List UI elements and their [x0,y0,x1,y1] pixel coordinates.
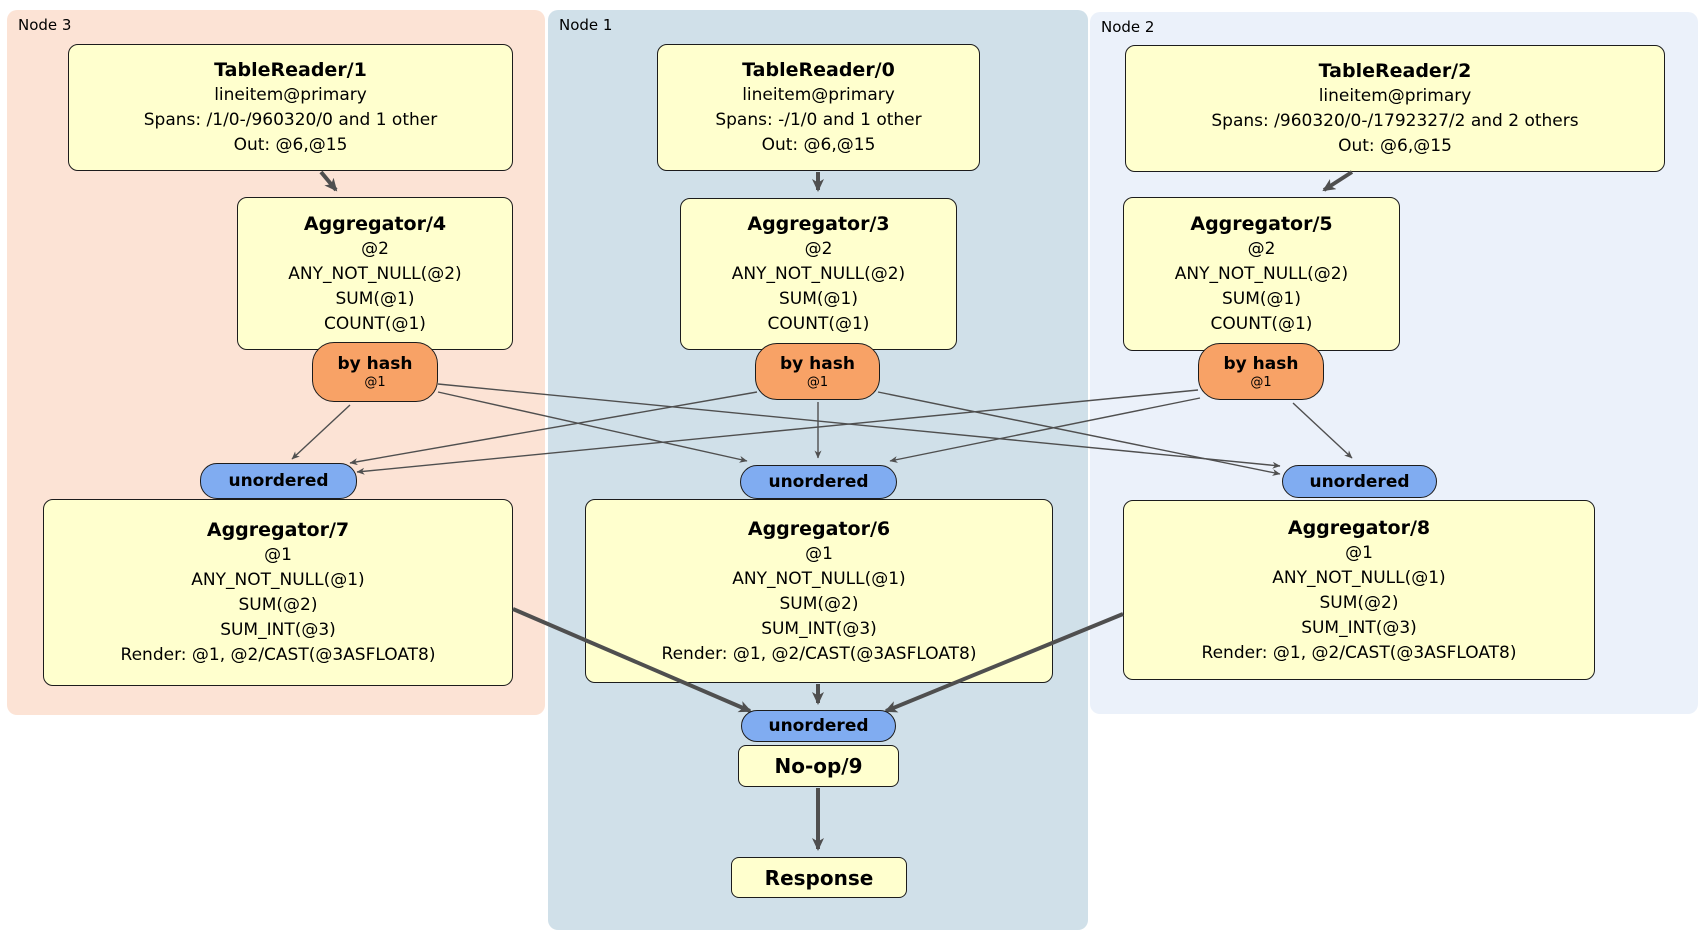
processor-detail: SUM_INT(@3) [761,618,877,639]
router-by-hash-node1: by hash @1 [755,343,880,400]
processor-detail: Spans: /1/0-/960320/0 and 1 other [143,110,438,130]
processor-detail: lineitem@primary [1318,86,1472,106]
processor-tablereader-1: TableReader/1 lineitem@primary Spans: /1… [68,44,513,171]
processor-detail: ANY_NOT_NULL(@1) [191,570,365,590]
processor-title: Response [764,865,874,890]
stream-unordered-node1: unordered [740,465,897,499]
stream-unordered-final: unordered [741,710,896,742]
processor-detail: ANY_NOT_NULL(@1) [1272,567,1446,588]
processor-detail: SUM(@1) [779,289,858,309]
router-label: by hash [337,354,413,374]
router-by-hash-node2: by hash @1 [1198,343,1324,400]
processor-detail: Spans: /960320/0-/1792327/2 and 2 others [1211,111,1579,131]
region-node2-label: Node 2 [1101,18,1155,36]
processor-title: No-op/9 [774,754,863,778]
processor-title: TableReader/0 [742,59,895,81]
processor-detail: SUM_INT(@3) [1301,617,1417,638]
processor-detail: ANY_NOT_NULL(@2) [731,264,906,284]
processor-aggregator-5: Aggregator/5 @2 ANY_NOT_NULL(@2) SUM(@1)… [1123,197,1400,351]
processor-detail: @2 [361,238,389,259]
processor-detail: @2 [804,239,833,259]
processor-detail: SUM(@1) [1222,289,1301,309]
region-node1-label: Node 1 [559,16,613,34]
processor-detail: ANY_NOT_NULL(@1) [732,568,906,589]
processor-detail: COUNT(@1) [767,314,870,334]
router-key: @1 [364,375,386,390]
processor-detail: ANY_NOT_NULL(@2) [1174,264,1349,284]
processor-title: Aggregator/3 [747,213,890,235]
processor-detail: Out: @6,@15 [233,135,348,155]
processor-aggregator-7: Aggregator/7 @1 ANY_NOT_NULL(@1) SUM(@2)… [43,499,513,686]
processor-title: Aggregator/6 [747,517,891,540]
processor-aggregator-3: Aggregator/3 @2 ANY_NOT_NULL(@2) SUM(@1)… [680,198,957,350]
processor-detail: SUM(@2) [238,595,318,615]
processor-detail: @1 [264,545,292,565]
router-label: by hash [780,353,855,374]
processor-detail: Render: @1, @2/CAST(@3ASFLOAT8) [1201,642,1517,663]
processor-detail: SUM(@2) [1319,592,1399,613]
stream-label: unordered [228,471,329,491]
processor-detail: Spans: -/1/0 and 1 other [715,110,922,130]
processor-aggregator-8: Aggregator/8 @1 ANY_NOT_NULL(@1) SUM(@2)… [1123,500,1595,680]
processor-aggregator-6: Aggregator/6 @1 ANY_NOT_NULL(@1) SUM(@2)… [585,499,1053,683]
stream-unordered-node2: unordered [1282,465,1437,498]
processor-title: TableReader/2 [1318,60,1472,82]
processor-title: TableReader/1 [214,59,367,81]
processor-noop-9: No-op/9 [738,745,899,787]
processor-detail: Out: @6,@15 [761,135,876,155]
router-key: @1 [1250,374,1272,390]
processor-title: Aggregator/4 [303,212,447,235]
router-key: @1 [806,374,829,390]
processor-detail: SUM(@1) [335,288,415,309]
router-by-hash-node3: by hash @1 [312,342,438,402]
processor-detail: Render: @1, @2/CAST(@3ASFLOAT8) [661,643,977,664]
processor-aggregator-4: Aggregator/4 @2 ANY_NOT_NULL(@2) SUM(@1)… [237,197,513,350]
stream-label: unordered [768,716,869,736]
processor-title: Aggregator/8 [1287,516,1431,539]
processor-detail: @1 [1345,542,1373,563]
processor-detail: @2 [1247,239,1276,259]
processor-title: Aggregator/5 [1190,213,1333,235]
region-node3-label: Node 3 [18,16,72,34]
processor-tablereader-2: TableReader/2 lineitem@primary Spans: /9… [1125,45,1665,172]
processor-detail: COUNT(@1) [1210,314,1313,334]
stream-label: unordered [1309,471,1410,492]
processor-detail: SUM(@2) [779,593,859,614]
router-label: by hash [1223,353,1299,374]
processor-detail: SUM_INT(@3) [220,620,336,640]
processor-detail: lineitem@primary [214,85,367,105]
processor-detail: COUNT(@1) [324,313,426,334]
processor-detail: ANY_NOT_NULL(@2) [288,263,462,284]
response-box: Response [731,857,907,898]
processor-title: Aggregator/7 [206,519,350,541]
processor-detail: Out: @6,@15 [1338,136,1452,156]
processor-detail: lineitem@primary [742,85,895,105]
stream-label: unordered [768,472,869,492]
stream-unordered-node3: unordered [200,463,357,499]
processor-detail: @1 [805,543,833,564]
processor-detail: Render: @1, @2/CAST(@3ASFLOAT8) [120,645,436,665]
processor-tablereader-0: TableReader/0 lineitem@primary Spans: -/… [657,44,980,171]
